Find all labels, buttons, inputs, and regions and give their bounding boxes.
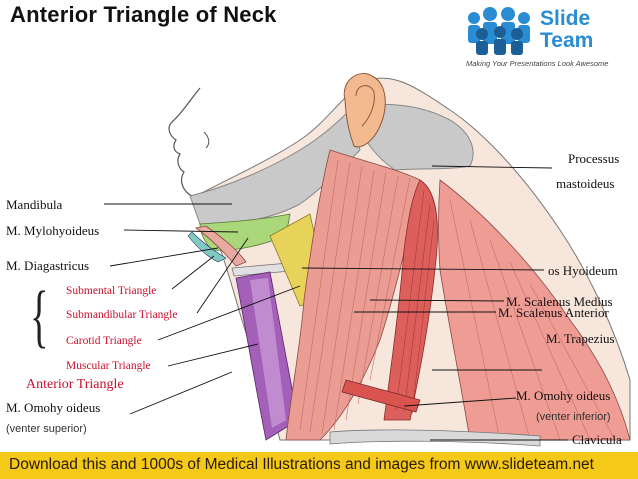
triangle-group-brace: { — [30, 278, 49, 355]
leader-hyoideum — [301, 267, 545, 271]
submental-region — [187, 231, 227, 263]
label-clavicula: Clavicula — [572, 432, 622, 447]
trapezius-striations — [449, 199, 616, 441]
label-anterior-triangle: Anterior Triangle — [26, 377, 124, 392]
label-processus: Processus — [568, 151, 620, 166]
label-venter-inferior: (venter inferior) — [536, 411, 611, 423]
leader-omohyoideus-sup — [129, 371, 233, 415]
leader-submental — [171, 255, 215, 290]
omohyoid-inferior — [341, 379, 421, 413]
label-submandibular-triangle: Submandibular Triangle — [66, 309, 178, 321]
download-banner[interactable]: Download this and 1000s of Medical Illus… — [0, 452, 638, 479]
logo-word-slide: Slide — [540, 7, 591, 30]
logo-word-team: Team — [540, 29, 594, 52]
label-muscular-triangle: Muscular Triangle — [66, 360, 151, 372]
label-mandibula: Mandibula — [6, 197, 63, 212]
leader-lines — [104, 165, 568, 441]
label-submental-triangle: Submental Triangle — [66, 285, 157, 297]
label-trapezius: M. Trapezius — [546, 331, 615, 346]
ear — [343, 73, 386, 148]
banner-text[interactable]: Download this and 1000s of Medical Illus… — [9, 456, 594, 473]
sternocleidomastoid-striations — [299, 159, 411, 435]
label-os-hyoideum: os Hyoideum — [548, 263, 618, 278]
label-scalenus-medius: M. Scalenus Medius — [506, 294, 613, 309]
label-omohyoideus-superior: M. Omohy oideus — [6, 400, 101, 415]
page-title: Anterior Triangle of Neck — [10, 2, 277, 27]
people-logo-icon — [468, 7, 530, 55]
logo-tagline: Making Your Presentations Look Awesome — [466, 59, 609, 68]
leader-carotid — [157, 285, 301, 341]
leader-diagastricus — [109, 247, 219, 267]
leader-submandibular — [196, 237, 249, 314]
leader-processus — [431, 165, 553, 169]
ear-inner — [355, 85, 375, 127]
leader-muscular — [167, 343, 259, 367]
leader-scalenus-medius — [369, 299, 505, 302]
leader-mylohyoideus — [123, 229, 239, 233]
leader-omohyoideus-inf — [403, 397, 517, 407]
nose-detail — [203, 131, 210, 149]
face-outline — [168, 87, 219, 199]
label-scalenus-anterior: M. Scalenus Anterior — [498, 305, 609, 320]
label-diagastricus: M. Diagastricus — [6, 258, 90, 273]
digastric-muscle — [195, 225, 247, 267]
label-venter-superior: (venter superior) — [6, 423, 87, 435]
slideteam-logo: Slide Team Making Your Presentations Loo… — [464, 4, 634, 70]
label-omohyoideus-inferior: M. Omohy oideus — [516, 388, 611, 403]
infrahyoid-light — [250, 278, 286, 428]
label-carotid-triangle: Carotid Triangle — [66, 335, 142, 347]
label-mastoideus: mastoideus — [556, 176, 615, 191]
clavicle-bone — [329, 429, 541, 447]
label-mylohyoideus: M. Mylohyoideus — [6, 223, 100, 238]
